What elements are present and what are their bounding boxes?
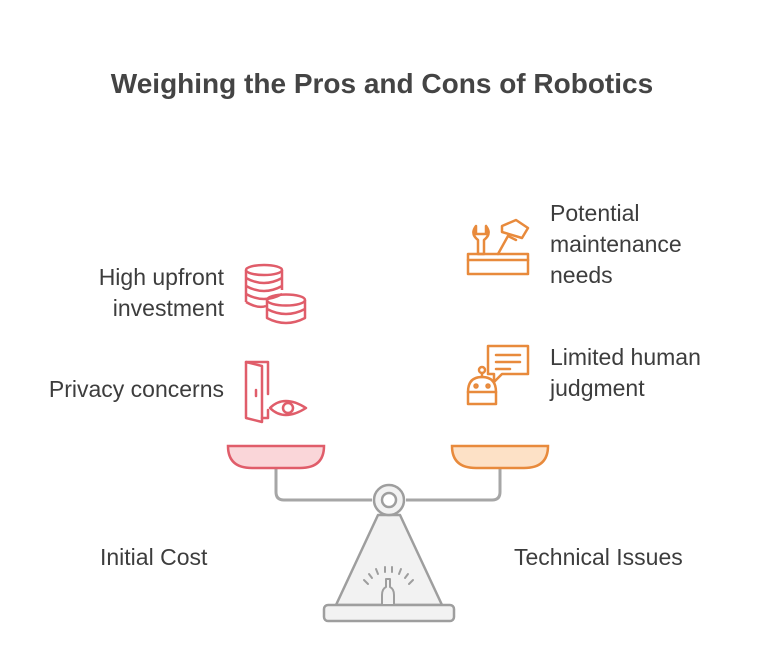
right-item-1-line-3: needs [550, 262, 613, 288]
left-label: Initial Cost [100, 544, 208, 570]
scale-needle [381, 578, 395, 606]
right-item-1-text: Potential maintenance needs [550, 198, 682, 291]
left-item-1-line-2: investment [112, 295, 224, 321]
diagram-title: Weighing the Pros and Cons of Robotics [110, 68, 654, 99]
right-label: Technical Issues [514, 544, 683, 570]
left-item-2-line-1: Privacy concerns [48, 376, 224, 402]
right-item-2-line-2: judgment [550, 375, 645, 401]
left-pan [226, 444, 326, 470]
coins-stack-icon [244, 263, 307, 325]
left-item-1-line-1: High upfront [98, 264, 224, 290]
robot-chat-icon [466, 344, 530, 406]
left-item-2-text: Privacy concerns [49, 374, 224, 405]
scale-beam [274, 468, 502, 502]
right-pan [450, 444, 550, 470]
left-item-1-text: High upfront investment [99, 262, 224, 324]
scale-foot [322, 603, 456, 623]
right-item-2-line-1: Limited human [550, 344, 701, 370]
scale-gauge [363, 566, 414, 585]
right-item-1-line-2: maintenance [550, 231, 682, 257]
right-item-1-line-1: Potential [550, 200, 640, 226]
toolbox-icon [466, 218, 530, 276]
door-eye-icon [244, 360, 308, 424]
right-item-2-text: Limited human judgment [550, 342, 701, 404]
scale-pivot-inner [380, 491, 398, 509]
